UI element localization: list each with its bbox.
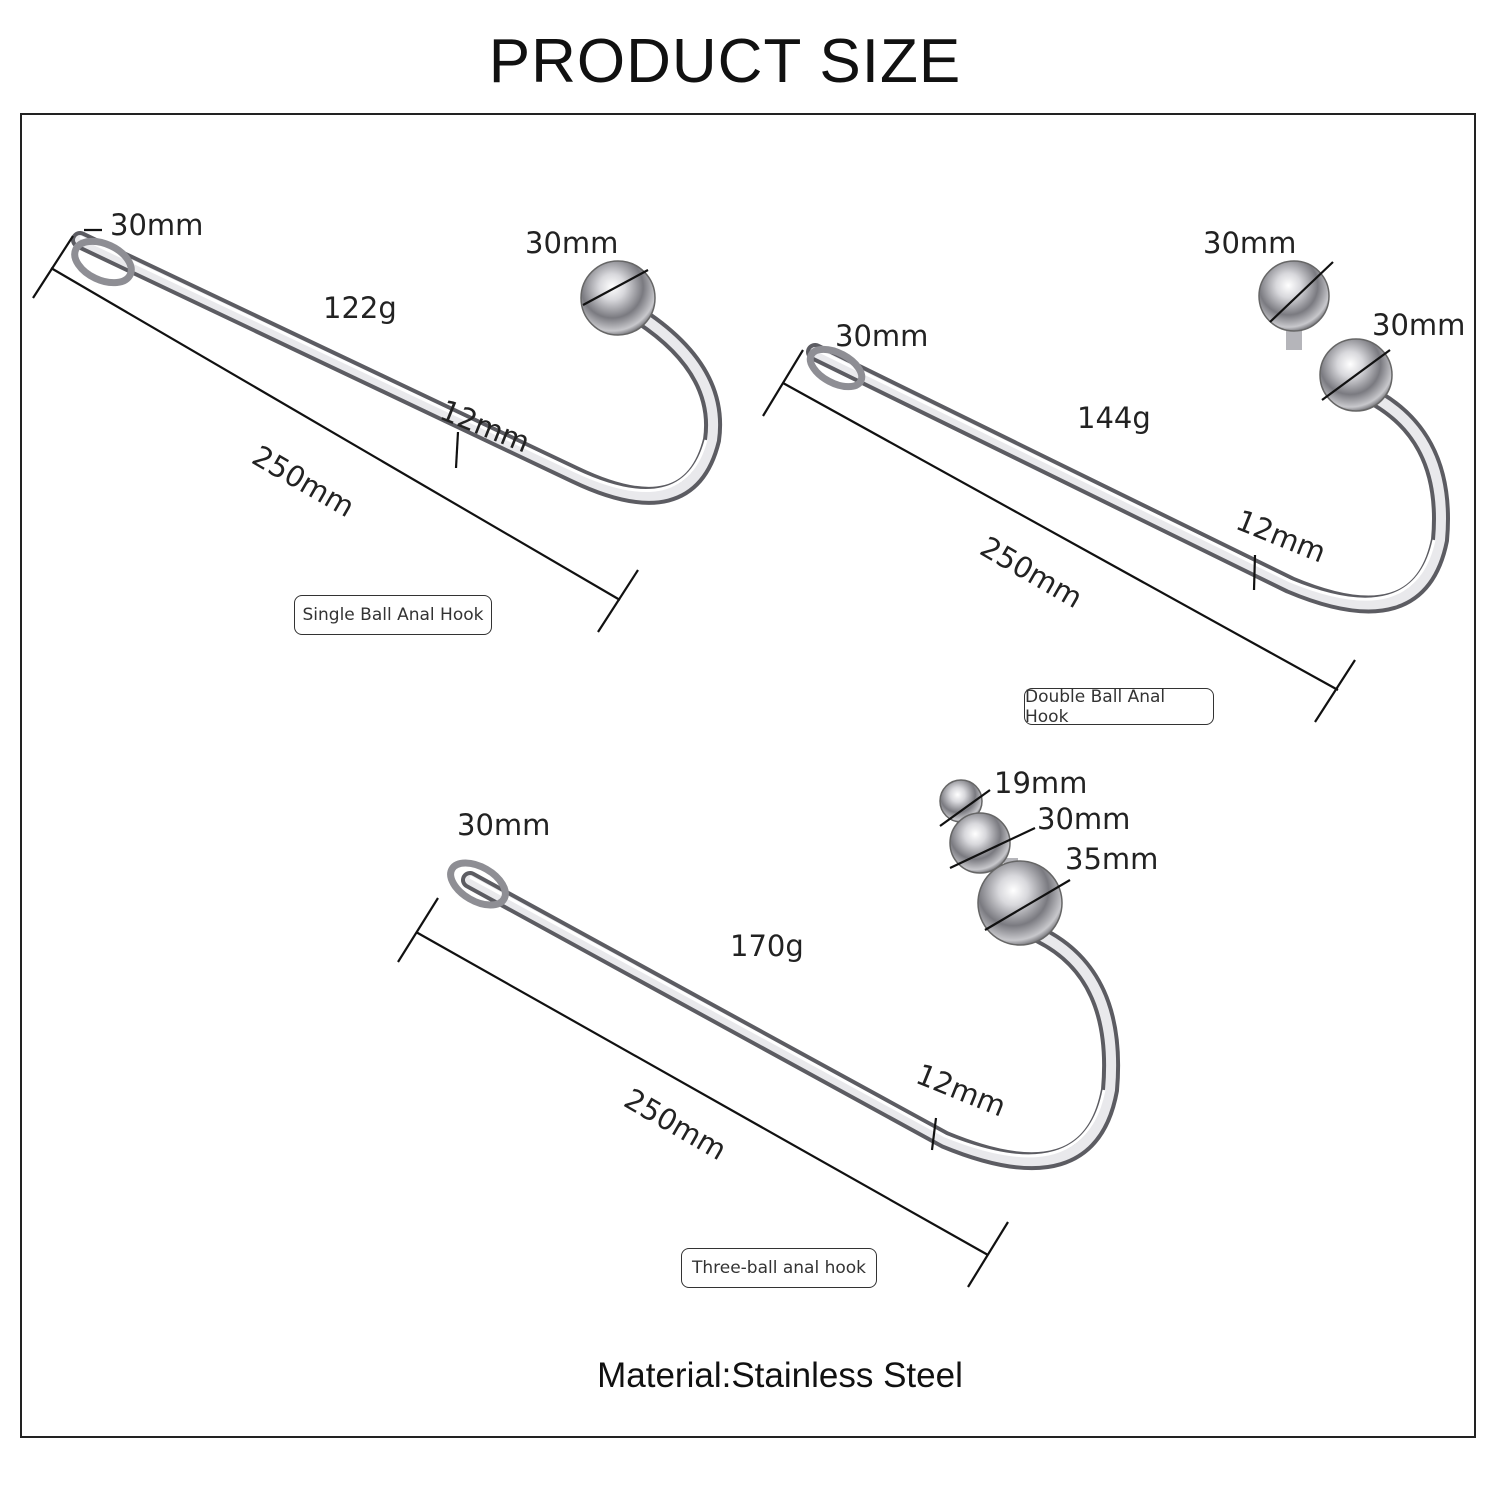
product-frame <box>20 113 1476 1438</box>
hook-ring <box>447 859 509 909</box>
hook-ball-large <box>977 860 1063 946</box>
three-length: 250mm <box>619 1082 733 1167</box>
hook-rod <box>810 347 1446 610</box>
three-ring-size: 30mm <box>457 808 550 842</box>
dimension-lines <box>32 228 649 633</box>
single-ball-size: 30mm <box>525 226 618 260</box>
hook-ball <box>580 260 656 336</box>
double-ball-lower-size: 30mm <box>1372 308 1465 342</box>
double-ball-name-tag: Double Ball Anal Hook <box>1024 687 1214 727</box>
double-ball-upper-size: 30mm <box>1203 226 1296 260</box>
page-title: PRODUCT SIZE <box>488 27 962 96</box>
dimension-lines <box>397 789 1071 1288</box>
hook-rod <box>465 875 1117 1167</box>
single-weight: 122g <box>323 291 397 325</box>
hook-ring <box>806 345 866 391</box>
three-weight: 170g <box>730 929 804 963</box>
three-ball-large-size: 35mm <box>1065 842 1158 876</box>
three-rod-size: 12mm <box>911 1057 1010 1124</box>
single-ball-hook <box>32 228 722 633</box>
hook-ball-upper <box>1258 260 1330 332</box>
three-ball-small-size: 19mm <box>994 766 1087 800</box>
single-ring-size: 30mm <box>110 208 203 242</box>
single-ball-name-tag: Single Ball Anal Hook <box>294 595 492 635</box>
hook-ball-medium <box>949 812 1011 874</box>
hook-rod <box>75 235 718 501</box>
double-ball-hook <box>762 260 1450 723</box>
double-ring-size: 30mm <box>835 319 928 353</box>
double-weight: 144g <box>1077 401 1151 435</box>
three-ball-medium-size: 30mm <box>1037 802 1130 836</box>
single-rod-size: 12mm <box>435 393 534 460</box>
material-caption: Material:Stainless Steel <box>597 1356 963 1395</box>
three-ball-name-tag: Three-ball anal hook <box>681 1248 877 1288</box>
dimension-lines <box>762 261 1391 723</box>
single-length: 250mm <box>247 439 361 524</box>
three-ball-hook <box>397 779 1121 1288</box>
hook-ring <box>71 237 135 287</box>
